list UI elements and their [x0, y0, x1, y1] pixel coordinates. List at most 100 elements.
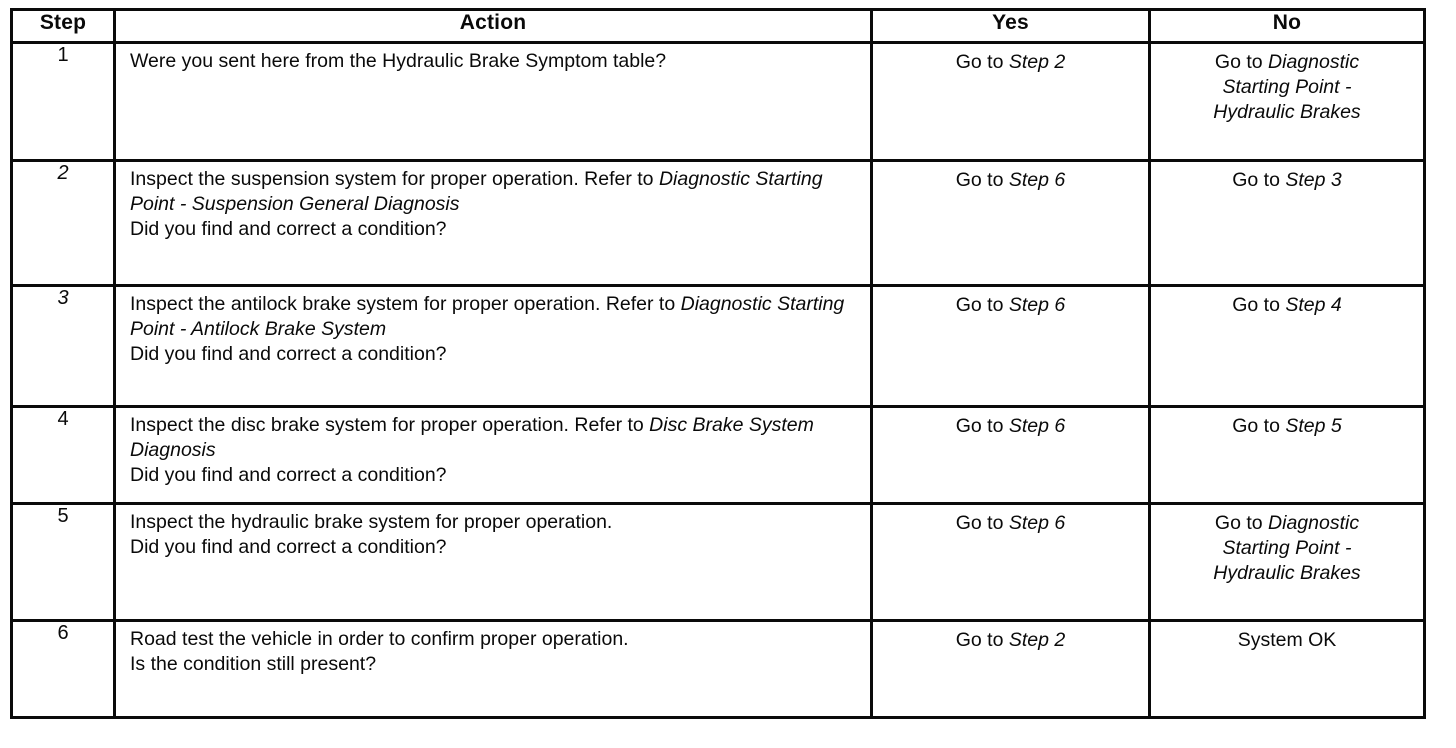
reference-text: Diagnostic Starting Point - Hydraulic Br…: [1213, 512, 1361, 584]
action-question: Did you find and correct a condition?: [130, 463, 447, 486]
no-cell: Go to Step 4: [1148, 284, 1426, 408]
reference-text: Step 6: [1008, 512, 1066, 534]
action-question: Did you find and correct a condition?: [130, 535, 447, 558]
action-content: Inspect the suspension system for proper…: [118, 164, 869, 249]
plain-text: Inspect the suspension system for proper…: [130, 168, 659, 190]
reference-text: Disc Brake System Diagnosis: [130, 414, 814, 461]
action-cell: Road test the vehicle in order to confir…: [113, 619, 873, 719]
reference-text: Step 6: [1008, 294, 1066, 316]
plain-text: Road test the vehicle in order to confir…: [130, 628, 629, 650]
plain-text: Go to: [1214, 51, 1269, 73]
header-yes: Yes: [870, 8, 1151, 44]
no-text: Go to Diagnostic Starting Point - Hydrau…: [1185, 511, 1389, 585]
no-directive: Go to Step 4: [1153, 289, 1422, 326]
step-cell: 2: [10, 159, 116, 287]
plain-text: Go to: [1232, 169, 1286, 191]
reference-text: Diagnostic Starting Point - Suspension G…: [130, 168, 823, 215]
yes-directive: Go to Step 2: [875, 46, 1147, 83]
reference-text: Step 4: [1285, 294, 1342, 316]
no-cell: Go to Diagnostic Starting Point - Hydrau…: [1148, 502, 1426, 622]
plain-text: System OK: [1237, 629, 1337, 651]
table-row: 5 Inspect the hydraulic brake system for …: [10, 502, 1426, 622]
action-instruction: Inspect the disc brake system for proper…: [130, 413, 858, 463]
plain-text: Inspect the disc brake system for proper…: [130, 414, 650, 436]
no-cell: System OK: [1148, 619, 1426, 719]
plain-text: Go to: [1232, 415, 1286, 437]
step-cell: 1: [10, 41, 116, 162]
reference-text: Step 2: [1008, 629, 1066, 651]
yes-cell: Go to Step 6: [870, 405, 1151, 505]
step-cell: 5: [10, 502, 116, 622]
yes-text: Go to Step 2: [891, 50, 1130, 75]
action-content: Road test the vehicle in order to confir…: [118, 624, 869, 684]
action-instruction: Road test the vehicle in order to confir…: [130, 627, 858, 652]
action-cell: Inspect the disc brake system for proper…: [113, 405, 873, 505]
action-content: Inspect the antilock brake system for pr…: [118, 289, 869, 374]
action-instruction: Inspect the suspension system for proper…: [130, 167, 858, 217]
yes-cell: Go to Step 6: [870, 284, 1151, 408]
no-text: Go to Step 3: [1185, 168, 1389, 193]
table-row: 2 Inspect the suspension system for prope…: [10, 159, 1426, 287]
plain-text: Go to: [955, 415, 1009, 437]
no-directive: Go to Step 3: [1153, 164, 1422, 201]
yes-directive: Go to Step 6: [875, 289, 1147, 326]
diagnostic-table: Step Action Yes No 1 Were you sent here f…: [10, 8, 1426, 719]
reference-text: Diagnostic Starting Point - Antilock Bra…: [130, 293, 845, 340]
step-cell: 3: [10, 284, 116, 408]
step-cell: 4: [10, 405, 116, 505]
yes-cell: Go to Step 2: [870, 41, 1151, 162]
yes-text: Go to Step 6: [891, 168, 1130, 193]
reference-text: Diagnostic Starting Point - Hydraulic Br…: [1213, 51, 1361, 123]
reference-text: Step 6: [1008, 415, 1066, 437]
yes-cell: Go to Step 6: [870, 159, 1151, 287]
header-no: No: [1148, 8, 1426, 44]
action-cell: Inspect the antilock brake system for pr…: [113, 284, 873, 408]
no-cell: Go to Step 3: [1148, 159, 1426, 287]
yes-text: Go to Step 2: [891, 628, 1130, 653]
no-text: Go to Step 4: [1185, 293, 1389, 318]
no-text: Go to Diagnostic Starting Point - Hydrau…: [1185, 50, 1389, 124]
plain-text: Go to: [955, 294, 1009, 316]
action-cell: Inspect the suspension system for proper…: [113, 159, 873, 287]
no-directive: Go to Diagnostic Starting Point - Hydrau…: [1153, 507, 1422, 594]
table-row: 6 Road test the vehicle in order to confi…: [10, 619, 1426, 719]
step-cell: 6: [10, 619, 116, 719]
action-content: Were you sent here from the Hydraulic Br…: [118, 46, 869, 81]
action-cell: Inspect the hydraulic brake system for p…: [113, 502, 873, 622]
action-instruction: Were you sent here from the Hydraulic Br…: [130, 49, 858, 74]
yes-directive: Go to Step 2: [875, 624, 1147, 661]
action-question: Is the condition still present?: [130, 652, 377, 675]
yes-text: Go to Step 6: [891, 511, 1130, 536]
yes-directive: Go to Step 6: [875, 507, 1147, 544]
header-row: Step Action Yes No: [10, 8, 1426, 44]
table-row: 1 Were you sent here from the Hydraulic B…: [10, 41, 1426, 162]
action-question: Did you find and correct a condition?: [130, 342, 447, 365]
yes-directive: Go to Step 6: [875, 164, 1147, 201]
no-directive: Go to Step 5: [1153, 410, 1422, 447]
action-content: Inspect the disc brake system for proper…: [118, 410, 869, 495]
table-row: 4 Inspect the disc brake system for prope…: [10, 405, 1426, 505]
table-header: Step Action Yes No: [10, 8, 1426, 44]
plain-text: Inspect the hydraulic brake system for p…: [130, 511, 613, 533]
plain-text: Go to: [955, 629, 1009, 651]
no-cell: Go to Step 5: [1148, 405, 1426, 505]
reference-text: Step 2: [1008, 51, 1066, 73]
plain-text: Go to: [955, 51, 1009, 73]
plain-text: Go to: [1214, 512, 1269, 534]
header-action: Action: [113, 8, 873, 44]
plain-text: Were you sent here from the Hydraulic Br…: [130, 50, 667, 72]
no-cell: Go to Diagnostic Starting Point - Hydrau…: [1148, 41, 1426, 162]
no-text: System OK: [1185, 628, 1389, 653]
no-text: Go to Step 5: [1185, 414, 1389, 439]
table-body: 1 Were you sent here from the Hydraulic B…: [10, 41, 1426, 719]
plain-text: Go to: [955, 169, 1009, 191]
action-question: Did you find and correct a condition?: [130, 217, 447, 240]
reference-text: Step 6: [1008, 169, 1066, 191]
yes-text: Go to Step 6: [891, 414, 1130, 439]
no-directive: System OK: [1153, 624, 1422, 661]
action-content: Inspect the hydraulic brake system for p…: [118, 507, 869, 567]
plain-text: Go to: [955, 512, 1009, 534]
yes-cell: Go to Step 2: [870, 619, 1151, 719]
